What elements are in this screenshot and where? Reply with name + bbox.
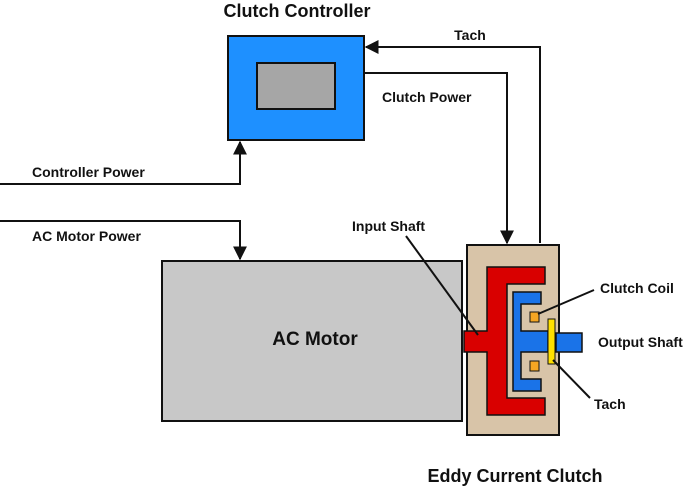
- controller-title: Clutch Controller: [224, 1, 371, 21]
- tach-top-label: Tach: [454, 27, 486, 43]
- tach-wire: [364, 40, 541, 243]
- ac-motor-power-label: AC Motor Power: [32, 228, 141, 244]
- input-shaft-label: Input Shaft: [352, 218, 425, 234]
- clutch-power-wire: [364, 72, 514, 245]
- clutch-coil-bottom: [529, 360, 540, 372]
- clutch-coil-top: [529, 311, 540, 323]
- input-shaft-pointer: [405, 235, 479, 336]
- clutch-coil-label: Clutch Coil: [600, 280, 674, 296]
- tach-bottom-label: Tach: [594, 396, 626, 412]
- clutch-title: Eddy Current Clutch: [427, 466, 602, 486]
- ac-motor-power-wire: [0, 220, 247, 261]
- controller-display: [256, 62, 336, 110]
- ac-motor-label: AC Motor: [272, 329, 358, 350]
- ac-motor-box: [161, 260, 463, 422]
- controller-power-label: Controller Power: [32, 164, 145, 180]
- output-shaft-label: Output Shaft: [598, 334, 683, 350]
- output-shaft: [555, 332, 583, 353]
- tach-disk: [547, 318, 556, 365]
- controller-power-wire: [0, 140, 247, 185]
- clutch-coil-pointer: [537, 289, 595, 315]
- tach-pointer: [552, 359, 591, 399]
- input-drum: [463, 266, 546, 416]
- clutch-power-label: Clutch Power: [382, 89, 472, 105]
